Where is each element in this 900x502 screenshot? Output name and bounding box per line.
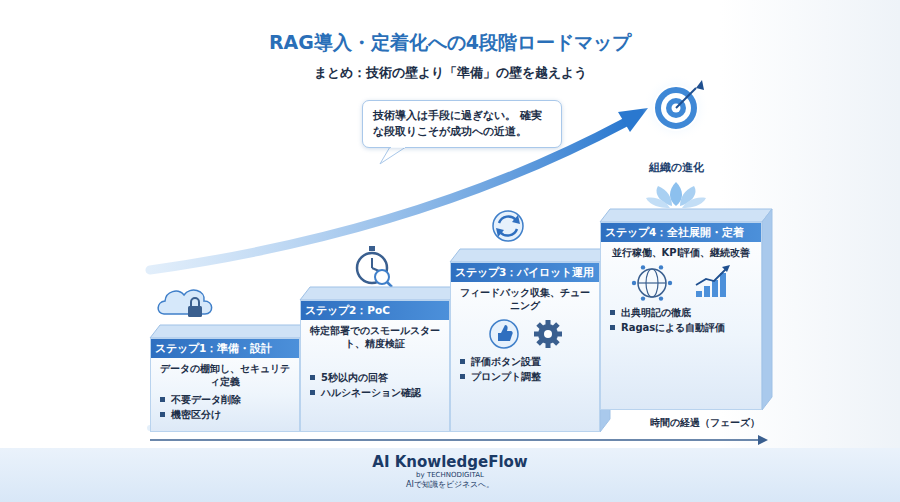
step-box: ステップ3：パイロット運用フィードバック収集、チューニング評価ボタン設置プロンプ… [450,262,600,432]
stopwatch-icon [357,246,392,287]
icon-area [451,314,599,354]
title: RAG導入・定着化への4段階ロードマップ [0,30,900,56]
node-content: ステップ2：PoC特定部署でのスモールスタート、精度検証 5秒以内の回答ハルシネー… [301,301,449,400]
bullet-item: プロンプト調整 [451,369,599,384]
bullet-mark [160,412,165,417]
step-heading: ステップ2：PoC [301,301,449,320]
lotus-icon [646,182,706,208]
step-top [450,249,610,262]
icon-area [601,261,761,305]
bullet-item: 機密区分け [151,407,299,422]
step-description: 並行稼働、KPI評価、継続改善 [601,242,761,261]
cloud-lock-icon [158,290,212,317]
bullet-mark [610,325,615,330]
brand-name: AI KnowledgeFlow [0,448,900,471]
axis-label: 時間の経過（フェーズ） [650,416,760,430]
subtitle: まとめ：技術の壁より「準備」の壁を越えよう [314,64,587,82]
callout-text: 技術導入は手段に過ぎない。 確実な段取りこそが成功への近道。 [373,108,551,140]
icon-label: 組織の進化 [649,160,704,175]
step-box: ステップ1：準備・設計データの棚卸し、セキュリティ定義不要データ削除機密区分け [150,338,300,432]
callout-tail [380,147,406,164]
bullet-item: 評価ボタン設置 [451,354,599,369]
brand-by: by TECHNODIGITAL [0,471,900,479]
bullet-mark [610,310,615,315]
step-top [150,325,310,338]
bullet-item: Ragasによる自動評価 [601,320,761,335]
glow [642,74,710,142]
node-content: ステップ1：準備・設計データの棚卸し、セキュリティ定義不要データ削除機密区分け [151,339,299,422]
tail-joint [391,146,405,148]
bullet-mark [460,374,465,379]
step-heading: ステップ3：パイロット運用 [451,263,599,282]
dart [696,80,704,90]
node-content: ステップ3：パイロット運用フィードバック収集、チューニング評価ボタン設置プロンプ… [451,263,599,384]
dart [676,88,696,108]
callout-bubble: 技術導入は手段に過ぎない。 確実な段取りこそが成功への近道。 [362,100,562,148]
cycle-icon [493,211,523,241]
bullet-item: 5秒以内の回答 [301,370,449,385]
arrow-head [758,435,768,445]
step-top [600,209,772,222]
bullet-item: ハルシネーション確認 [301,385,449,400]
step-icons [601,261,763,305]
bullet-mark [310,390,315,395]
bullet-mark [460,359,465,364]
bullet-mark [310,375,315,380]
step-top [300,287,460,300]
bullet-item: 不要データ削除 [151,392,299,407]
icon-area [301,352,449,370]
step-box: ステップ4：全社展開・定着並行稼働、KPI評価、継続改善出典明記の徹底Ragas… [600,222,762,410]
step-side [762,209,772,410]
node-content: 技術導入は手段に過ぎない。 確実な段取りこそが成功への近道。 [373,108,551,140]
bullet-item: 出典明記の徹底 [601,305,761,320]
tagline: AIで知識をビジネスへ。 [0,479,900,490]
time-axis [150,439,760,441]
icon-area [151,390,299,392]
step-heading: ステップ1：準備・設計 [151,339,299,358]
node-content: AI KnowledgeFlowby TECHNODIGITALAIで知識をビジ… [0,448,900,491]
footer-band: AI KnowledgeFlowby TECHNODIGITALAIで知識をビジ… [0,448,900,502]
bullet-mark [160,397,165,402]
step-description: フィードバック収集、チューニング [451,282,599,314]
step-box: ステップ2：PoC特定部署でのスモールスタート、精度検証 5秒以内の回答ハルシネー… [300,300,450,432]
node-content: ステップ4：全社展開・定着並行稼働、KPI評価、継続改善出典明記の徹底Ragas… [601,223,761,335]
target-icon [654,86,698,130]
step-icons [451,314,601,354]
step-description: データの棚卸し、セキュリティ定義 [151,358,299,390]
step-description: 特定部署でのスモールスタート、精度検証 [301,320,449,352]
step-heading: ステップ4：全社展開・定着 [601,223,761,242]
